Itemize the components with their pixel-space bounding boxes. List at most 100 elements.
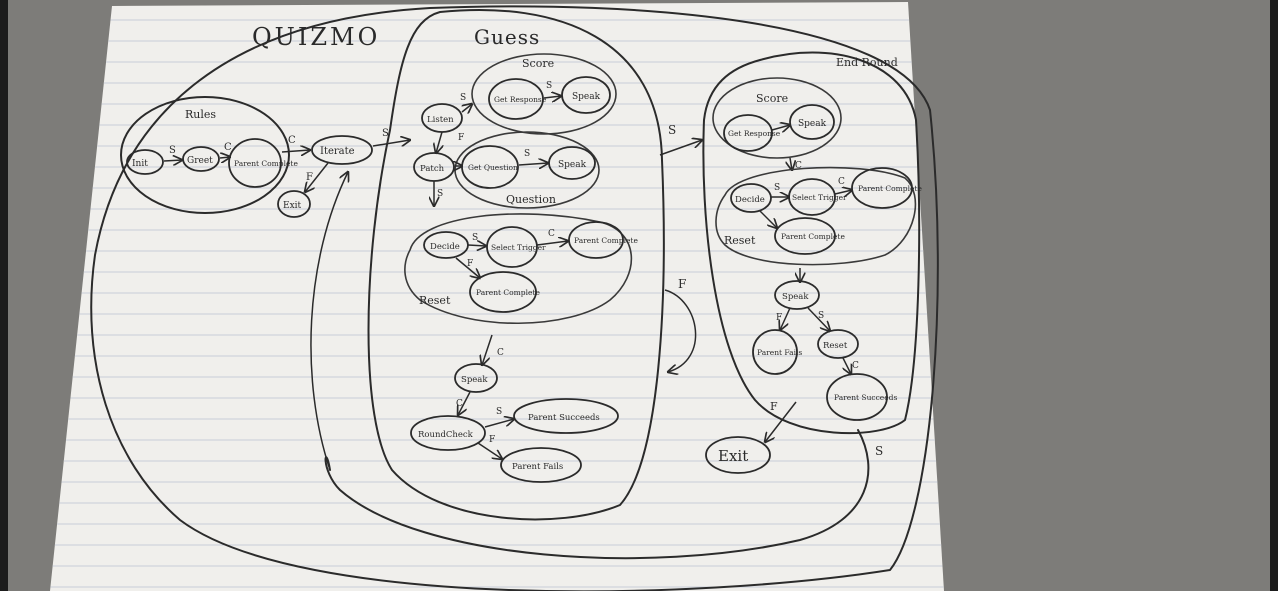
node-round-check-label: RoundCheck bbox=[418, 430, 474, 440]
edge-speak-reset bbox=[807, 307, 830, 331]
node-speak-1-label: Speak bbox=[572, 92, 601, 102]
edge-label-c-2: C bbox=[288, 135, 296, 146]
edge-label-s-3: S bbox=[546, 81, 552, 91]
node-get-question-label: Get Question bbox=[468, 163, 518, 172]
node-iterate bbox=[311, 135, 373, 165]
node-get-response-2-label: Get Response bbox=[728, 129, 781, 138]
node-greet-label: Greet bbox=[187, 156, 213, 166]
node-reset-label: Reset bbox=[823, 341, 848, 351]
edge-label-c-7: C bbox=[838, 177, 845, 187]
edge-reset-succeeds bbox=[843, 357, 851, 374]
group-rules bbox=[120, 96, 290, 214]
edge-label-f-2: F bbox=[458, 133, 464, 143]
edge-label-f-5: F bbox=[678, 277, 686, 291]
node-speak-3-label: Speak bbox=[461, 375, 488, 385]
node-parent-complete-4-label: Parent Complete bbox=[781, 232, 845, 241]
edge-label-f-4: F bbox=[489, 435, 495, 445]
edge-label-s-11: S bbox=[818, 311, 824, 321]
group-end-reset-label: Reset bbox=[724, 234, 756, 247]
edge-label-s-8: S bbox=[496, 407, 502, 417]
node-parent-succeeds-2-label: Parent Succeeds bbox=[834, 393, 897, 402]
edge-greet-parent bbox=[219, 157, 230, 158]
edge-guess-endround bbox=[659, 140, 702, 156]
node-parent-fails-1 bbox=[500, 447, 582, 483]
node-select-trigger-2-label: Select Trigger bbox=[792, 193, 847, 202]
group-guess-score bbox=[471, 53, 617, 135]
node-parent-fails-2-label: Parent Fails bbox=[757, 348, 802, 357]
edge-init-greet bbox=[163, 160, 182, 161]
node-decide-2-label: Decide bbox=[735, 195, 765, 205]
group-end-score-label: Score bbox=[756, 92, 788, 105]
edge-label-c-8: C bbox=[852, 361, 859, 371]
edge-getresp-speak-1 bbox=[543, 96, 561, 98]
node-parent-fails-1-label: Parent Fails bbox=[512, 462, 563, 472]
edge-round-succeeds bbox=[484, 419, 514, 428]
node-parent-complete-1-label: Parent Complete bbox=[574, 236, 638, 245]
node-parent-succeeds-1-label: Parent Succeeds bbox=[528, 413, 600, 423]
edge-iterate-exit bbox=[305, 162, 329, 192]
edge-label-c-1: C bbox=[224, 142, 232, 153]
node-get-response-2 bbox=[723, 114, 773, 152]
node-get-response-1-label: Get Response bbox=[494, 95, 547, 104]
node-iterate-label: Iterate bbox=[320, 146, 355, 157]
edge-label-s-6: S bbox=[524, 149, 530, 159]
node-speak-5-label: Speak bbox=[782, 292, 809, 302]
node-get-response-1 bbox=[488, 78, 544, 120]
edge-rules-iterate bbox=[281, 150, 310, 152]
edge-label-s-9: S bbox=[668, 123, 676, 137]
edge-select-parent-3 bbox=[834, 190, 852, 194]
edge-guess-self-loop bbox=[664, 289, 697, 372]
group-guess-reset-label: Reset bbox=[419, 294, 451, 307]
outer-boundary bbox=[90, 5, 939, 591]
edge-endround-exit bbox=[765, 401, 797, 442]
edge-speak-fails bbox=[780, 307, 791, 330]
node-parent-complete-2 bbox=[469, 271, 537, 313]
edge-decide-select-1 bbox=[467, 245, 486, 246]
node-reset bbox=[817, 329, 859, 359]
node-init bbox=[126, 149, 164, 175]
edge-label-c-5: C bbox=[456, 399, 463, 409]
node-speak-3 bbox=[454, 363, 498, 393]
node-parent-complete-3-label: Parent Complete bbox=[858, 184, 922, 193]
group-end-round-label-line1: End Round bbox=[836, 56, 898, 69]
edge-label-c-3: C bbox=[548, 229, 555, 239]
node-decide-2 bbox=[730, 183, 772, 213]
node-round-check bbox=[410, 415, 486, 451]
edge-label-f-1: F bbox=[306, 172, 313, 183]
node-speak-4-label: Speak bbox=[798, 119, 827, 129]
node-select-trigger-1-label: Select Trigger bbox=[491, 243, 546, 252]
edge-listen-patch bbox=[436, 131, 442, 153]
edge-reset-speak-3 bbox=[482, 334, 493, 365]
node-decide-1-label: Decide bbox=[430, 242, 460, 252]
edge-label-f-3: F bbox=[467, 259, 473, 269]
edge-decide-parent-2 bbox=[455, 257, 480, 278]
node-parent-complete-2-label: Parent Complete bbox=[476, 288, 540, 297]
node-exit-end bbox=[705, 436, 771, 474]
edge-select-parent-1 bbox=[536, 241, 568, 245]
node-speak-2-label: Speak bbox=[558, 160, 587, 170]
edge-endround-return bbox=[324, 429, 870, 560]
node-parent-succeeds-2 bbox=[826, 373, 888, 421]
group-guess-question-label: Question bbox=[506, 193, 556, 206]
edge-label-s-12: S bbox=[875, 444, 883, 458]
node-exit-end-label: Exit bbox=[718, 447, 748, 465]
node-speak-5 bbox=[774, 280, 820, 310]
edge-speak-roundcheck bbox=[458, 391, 471, 415]
edge-label-s-4: S bbox=[460, 93, 466, 103]
edge-return-iterate bbox=[310, 172, 348, 471]
edge-label-c-4: C bbox=[497, 348, 504, 358]
edge-label-s-5: S bbox=[437, 189, 443, 199]
group-guess bbox=[367, 8, 665, 521]
edge-decide-parent-4 bbox=[759, 210, 777, 228]
edge-getresp-speak-4 bbox=[771, 125, 790, 130]
edge-listen-score bbox=[462, 104, 472, 112]
group-guess-reset bbox=[404, 213, 633, 324]
group-guess-score-label: Score bbox=[522, 57, 554, 70]
group-end-round bbox=[702, 51, 921, 435]
paper-sheet bbox=[50, 2, 944, 591]
node-listen-label: Listen bbox=[427, 115, 454, 125]
node-parent-fails-2 bbox=[752, 329, 798, 375]
edge-getq-speak-2 bbox=[518, 163, 548, 165]
